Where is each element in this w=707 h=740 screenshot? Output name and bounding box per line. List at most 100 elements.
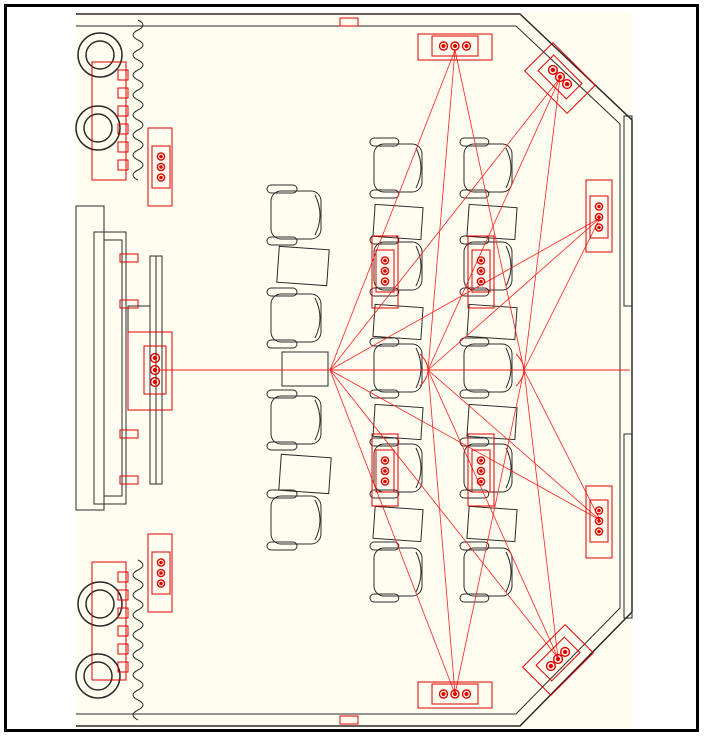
speaker-zone (147, 127, 173, 207)
bass-trap (75, 653, 121, 699)
speaker-zone (585, 485, 613, 559)
speaker-zone (467, 235, 495, 309)
sound-ray (454, 49, 525, 371)
marker-icon (119, 299, 139, 309)
sound-ray (329, 369, 559, 659)
sound-ray (329, 217, 601, 371)
subwoofer-icon (117, 159, 129, 171)
marker-icon (339, 715, 359, 725)
speaker-zone (147, 533, 173, 613)
subwoofer-icon (117, 589, 129, 601)
speakers (91, 17, 613, 725)
speaker-zone (467, 433, 495, 507)
subwoofer-icon (117, 87, 129, 99)
speaker-zone (523, 41, 597, 115)
right-alcove-bottom (623, 433, 633, 619)
speaker-icon (471, 249, 491, 293)
speaker-zone (417, 681, 493, 709)
seat-icon (266, 287, 322, 349)
sound-ray (329, 369, 456, 695)
inner-wall (76, 25, 621, 715)
speaker-zone (91, 61, 127, 181)
speaker-zone (371, 433, 399, 507)
speaker-icon (471, 449, 491, 493)
subwoofer-icon (117, 643, 129, 655)
curtain-top (132, 19, 144, 181)
ottoman (278, 453, 332, 495)
speaker-zone (127, 331, 173, 411)
speaker-icon (589, 499, 609, 543)
ottoman (466, 505, 518, 543)
sound-ray (523, 369, 559, 659)
curtain-bottom (132, 559, 144, 721)
seat-icon (369, 541, 423, 603)
sound-ray (329, 369, 601, 521)
ottoman (372, 303, 424, 341)
listener-cone (419, 353, 429, 387)
ottoman (466, 403, 518, 441)
ottoman (372, 203, 424, 241)
sound-ray (523, 369, 601, 521)
speaker-icon (589, 195, 609, 239)
sound-ray (523, 217, 601, 371)
speaker-zone (521, 623, 595, 697)
ottoman (281, 351, 329, 387)
bass-trap (85, 589, 115, 619)
seat-icon (459, 137, 513, 199)
ottoman (466, 203, 518, 241)
subwoofer-icon (117, 123, 129, 135)
bass-trap (85, 40, 115, 70)
speaker-zone (91, 561, 127, 681)
marker-icon (119, 253, 139, 263)
speaker-zone (417, 33, 493, 61)
speaker-icon (375, 249, 395, 293)
sound-ray (427, 217, 601, 371)
sound-ray (523, 77, 561, 371)
subwoofer-icon (117, 141, 129, 153)
speaker-icon (537, 54, 583, 100)
speaker-icon (535, 636, 581, 682)
outer-wall (76, 13, 633, 727)
seat-icon (369, 235, 423, 297)
sound-ray (454, 369, 525, 695)
marker-icon (119, 475, 139, 485)
sound-ray (329, 49, 456, 371)
subwoofer-icon (117, 69, 129, 81)
sound-ray (427, 49, 456, 371)
sound-ray (427, 369, 601, 521)
sound-ray (329, 77, 561, 371)
bass-trap (75, 105, 121, 151)
seat-icon (459, 541, 513, 603)
ottoman (372, 403, 424, 441)
ottoman (276, 245, 330, 287)
listener-cone (515, 353, 525, 387)
right-alcove-top (623, 115, 633, 307)
sound-ray (427, 369, 456, 695)
speaker-icon (151, 145, 171, 189)
bass-trap (77, 581, 123, 627)
sound-rays (158, 49, 630, 695)
seat-icon (266, 184, 322, 246)
speaker-icon (151, 551, 171, 595)
speaker-icon (431, 683, 479, 705)
speaker-zone (371, 235, 399, 309)
subwoofer-icon (117, 625, 129, 637)
speaker-zone (585, 179, 613, 253)
seat-icon (369, 337, 423, 399)
sound-ray (427, 369, 559, 659)
bass-trap (83, 113, 113, 143)
subwoofer-icon (117, 607, 129, 619)
speaker-icon (375, 449, 395, 493)
subwoofer-icon (117, 661, 129, 673)
center-speaker-icon (143, 345, 167, 395)
bass-trap (77, 32, 123, 78)
marker-icon (119, 429, 139, 439)
sound-ray (427, 77, 561, 371)
marker-icon (339, 17, 359, 27)
ottoman (372, 505, 424, 543)
speaker-icon (431, 35, 479, 57)
ottoman (466, 303, 518, 341)
subwoofer-icon (117, 105, 129, 117)
bass-trap (83, 661, 113, 691)
